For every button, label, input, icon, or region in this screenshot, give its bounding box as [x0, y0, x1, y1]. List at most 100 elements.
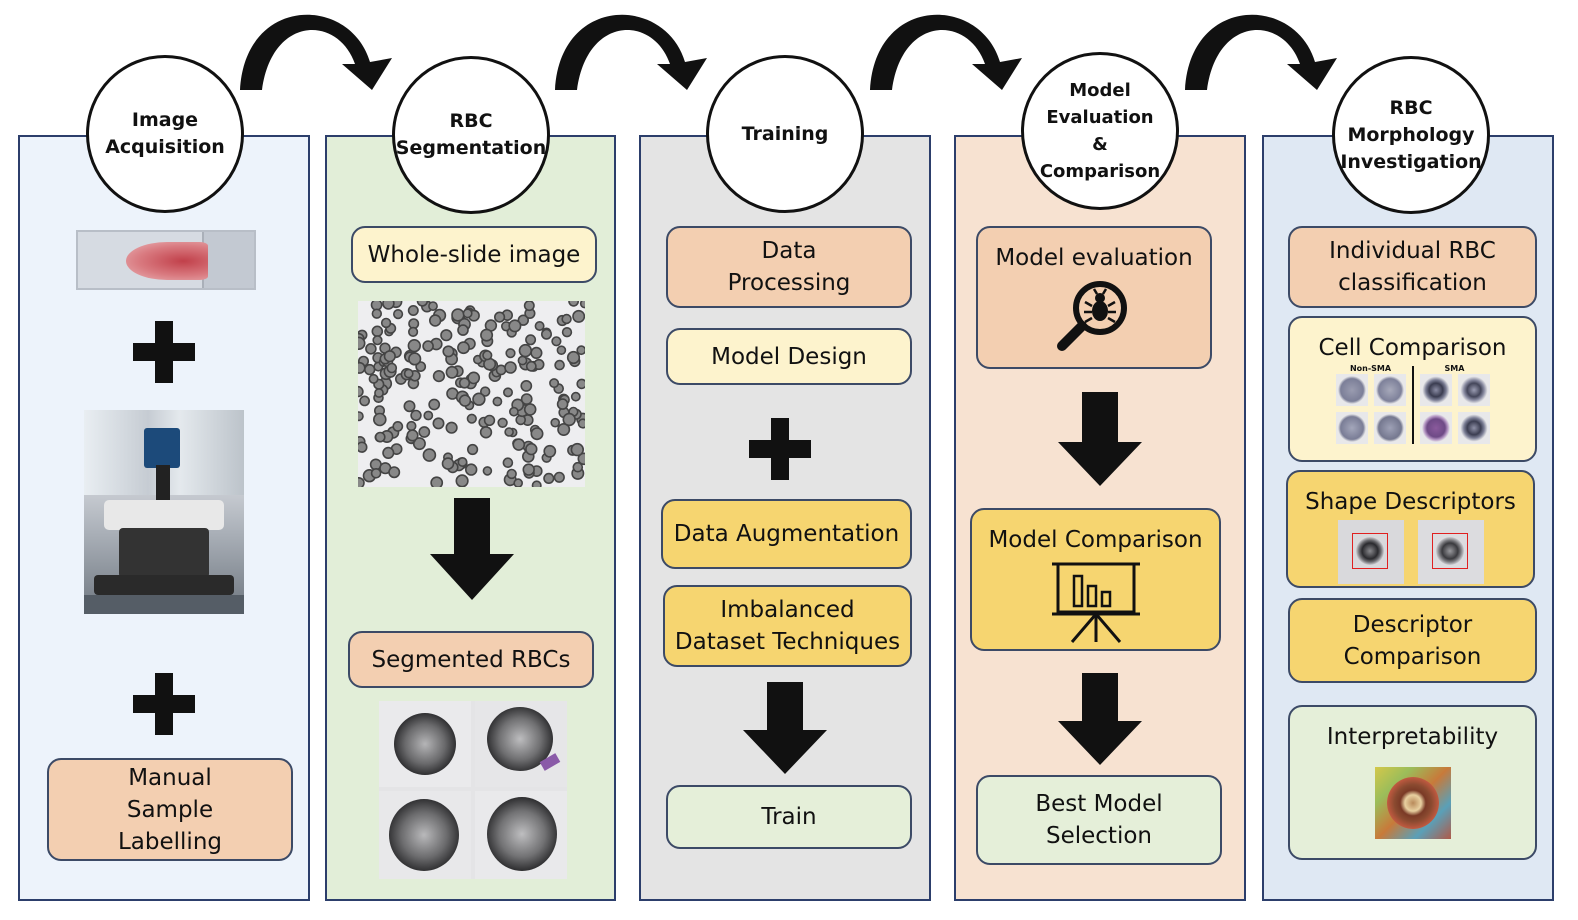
- microscope-slide-image: [76, 230, 256, 290]
- smear-cell: [432, 369, 445, 383]
- smear-cell: [467, 371, 481, 385]
- model-design-box: Model Design: [666, 328, 912, 385]
- best-model-selection-box: Best Model Selection: [976, 775, 1222, 865]
- stage-title-rbc-segmentation: RBC Segmentation: [392, 56, 550, 214]
- smear-cell: [359, 395, 370, 407]
- shape-descriptors-label: Shape Descriptors: [1305, 489, 1516, 515]
- smear-cell: [451, 308, 465, 322]
- smear-cell: [382, 301, 395, 310]
- smear-cell: [358, 441, 368, 453]
- cell-thumbnail: [1335, 412, 1368, 444]
- smear-cell: [508, 319, 522, 333]
- smear-cell: [570, 442, 585, 457]
- microscope-photo: [84, 410, 244, 614]
- down-arrow-icon: [743, 682, 827, 774]
- smear-cell: [497, 417, 508, 429]
- smear-cell: [458, 377, 471, 389]
- cell-thumbnail: [1419, 374, 1452, 406]
- smear-cell: [358, 336, 366, 350]
- smear-cell: [455, 474, 469, 487]
- plus-icon: [133, 321, 195, 383]
- smear-cell: [482, 350, 493, 361]
- smear-cell: [523, 301, 535, 312]
- smear-cell: [406, 420, 417, 432]
- smear-cell: [457, 457, 468, 468]
- cell-thumbnail: [1457, 374, 1490, 406]
- smear-cell: [372, 412, 387, 427]
- bug-magnifier-icon: [1057, 281, 1127, 351]
- cell-comparison-box: Cell Comparison Non-SMA SMA: [1288, 316, 1537, 462]
- smear-cell: [371, 308, 382, 319]
- smear-cell: [550, 417, 560, 428]
- data-processing-box: Data Processing: [666, 226, 912, 308]
- smear-cell: [523, 403, 537, 416]
- smear-cell: [482, 466, 493, 476]
- smear-cell: [358, 411, 364, 422]
- smear-cell: [441, 457, 455, 470]
- smear-cell: [520, 380, 533, 392]
- model-comparison-label: Model Comparison: [988, 527, 1203, 553]
- smear-cell: [392, 421, 404, 432]
- smear-cell: [557, 423, 571, 437]
- smear-cell: [371, 325, 384, 338]
- smear-cell: [358, 477, 365, 487]
- smear-cell: [506, 468, 517, 480]
- smear-cell: [383, 350, 396, 363]
- segmented-rbcs-box: Segmented RBCs: [348, 631, 594, 688]
- smear-cell: [368, 373, 379, 384]
- down-arrow-icon: [1058, 673, 1142, 765]
- smear-cell: [464, 463, 478, 476]
- cell-thumbnail: [1373, 412, 1406, 444]
- down-arrow-icon: [430, 498, 514, 600]
- stage-title-training: Training: [706, 55, 864, 213]
- smear-cell: [525, 334, 537, 346]
- smear-cell: [531, 480, 542, 487]
- smear-cell: [512, 438, 526, 451]
- imbalanced-dataset-techniques-box: Imbalanced Dataset Techniques: [663, 585, 912, 667]
- smear-cell: [457, 341, 470, 355]
- smear-cell: [372, 335, 383, 346]
- smear-cell: [445, 421, 458, 434]
- model-comparison-box: Model Comparison: [970, 508, 1221, 651]
- smear-cell: [422, 340, 434, 352]
- smear-cell: [430, 476, 444, 487]
- smear-cell: [572, 461, 584, 473]
- smear-cell: [577, 418, 585, 429]
- smear-cell: [365, 342, 377, 355]
- smear-cell: [407, 338, 421, 353]
- smear-cell: [423, 410, 434, 421]
- smear-cell: [466, 413, 477, 424]
- smear-cell: [370, 468, 382, 479]
- curved-arrow-4: [1185, 14, 1337, 90]
- plus-icon: [133, 673, 195, 735]
- smear-cell: [483, 357, 497, 371]
- individual-rbc-classification-box: Individual RBC classification: [1288, 226, 1537, 308]
- smear-cell: [408, 352, 422, 366]
- cell-comparison-label: Cell Comparison: [1318, 335, 1507, 361]
- shape-descriptor-image: [1337, 520, 1404, 584]
- smear-cell: [483, 414, 496, 427]
- smear-cell: [358, 385, 364, 398]
- shape-descriptors-box: Shape Descriptors: [1286, 470, 1535, 588]
- cell-thumbnail: [1419, 412, 1452, 444]
- interpretability-label: Interpretability: [1326, 724, 1499, 750]
- sma-group: SMA: [1419, 364, 1490, 444]
- smear-cell: [403, 368, 414, 379]
- shape-descriptor-image: [1417, 520, 1484, 584]
- heatmap-image: [1374, 767, 1451, 839]
- smear-cell: [382, 446, 395, 459]
- manual-sample-labelling-box: Manual Sample Labelling: [47, 758, 293, 861]
- smear-cell: [442, 345, 455, 358]
- smear-cell: [492, 396, 503, 407]
- non-sma-group: Non-SMA: [1335, 364, 1406, 444]
- smear-cell: [556, 345, 567, 356]
- whole-slide-image-box: Whole-slide image: [351, 226, 597, 283]
- data-augmentation-box: Data Augmentation: [661, 499, 912, 569]
- smear-cell: [480, 328, 494, 342]
- smear-cell: [534, 320, 545, 331]
- smear-cell: [403, 400, 416, 413]
- smear-cell: [562, 412, 576, 427]
- smear-cell: [566, 350, 581, 365]
- smear-cell: [517, 314, 530, 326]
- smear-cell: [466, 443, 479, 456]
